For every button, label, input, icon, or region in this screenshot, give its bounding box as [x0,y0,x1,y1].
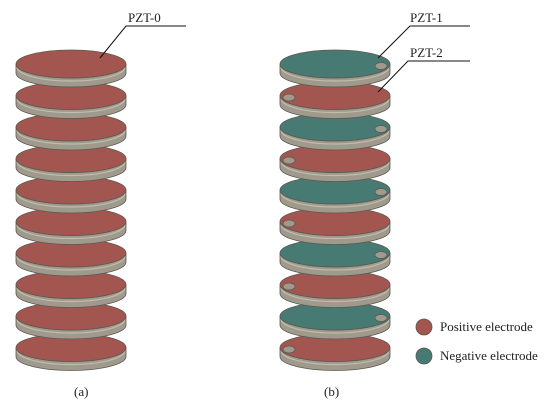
pzt-b-disc-10 [279,333,391,371]
legend-positive-swatch [415,318,433,336]
disc-electrode-face [279,49,391,79]
pzt-2-leader-line [377,60,470,93]
pzt-b-disc-7 [279,238,391,277]
caption-a: (a) [74,384,88,399]
pzt-1-2-disc-stack [279,49,391,371]
legend-negative-label: Negative electrode [440,348,538,363]
pzt-0-leader-line [99,25,186,59]
electrode-tab [282,345,296,354]
pzt-b-disc-9 [279,301,391,340]
disc-side-highlight [280,192,390,208]
disc-side-highlight [280,98,390,114]
electrode-tab [282,93,296,102]
electrode-tab [374,188,388,196]
disc-side-highlight [16,66,126,82]
disc-side-highlight [16,255,126,271]
caption-b: (b) [324,384,339,399]
disc-side-highlight [16,318,126,334]
disc-side-highlight [16,161,126,177]
pzt-0-disc-7 [15,238,127,277]
legend-negative-swatch [415,347,433,365]
disc-side-highlight [280,129,390,145]
disc-electrode-face [15,49,127,79]
pzt-1-label: PZT-1 [410,10,443,25]
pzt-2-label: PZT-2 [410,45,443,60]
disc-side-highlight [16,224,126,240]
pzt-0-disc-6 [15,207,127,245]
disc-side-highlight [16,129,126,145]
disc-side-highlight [280,318,390,334]
electrode-tab [374,62,388,70]
disc-side-highlight [280,350,390,366]
electrode-tab [282,282,296,291]
disc-side-highlight [280,66,390,82]
disc-side-highlight [16,287,126,303]
electrode-tab [282,219,296,228]
legend-positive-label: Positive electrode [440,319,533,334]
pzt-1-leader-line [377,25,470,59]
pzt-b-disc-5 [279,175,391,214]
electrode-tab [374,314,388,322]
disc-side-highlight [16,350,126,366]
pzt-0-disc-8 [15,270,127,308]
disc-side-highlight [280,224,390,240]
electrode-tab [374,125,388,133]
pzt-b-disc-8 [279,270,391,308]
disc-side-highlight [280,287,390,303]
disc-side-highlight [280,161,390,177]
electrode-tab [374,251,388,259]
legend: Positive electrode Negative electrode [415,318,538,365]
disc-side-highlight [16,192,126,208]
pzt-0-disc-1 [15,49,127,88]
pzt-0-disc-stack [15,49,127,371]
electrode-tab [282,156,296,165]
pzt-0-disc-9 [15,301,127,340]
disc-side-highlight [16,98,126,114]
pzt-b-disc-2 [279,81,391,119]
pzt-0-disc-4 [15,144,127,182]
disc-side-highlight [280,255,390,271]
pzt-0-label: PZT-0 [128,10,161,25]
pzt-b-disc-1 [279,49,391,88]
